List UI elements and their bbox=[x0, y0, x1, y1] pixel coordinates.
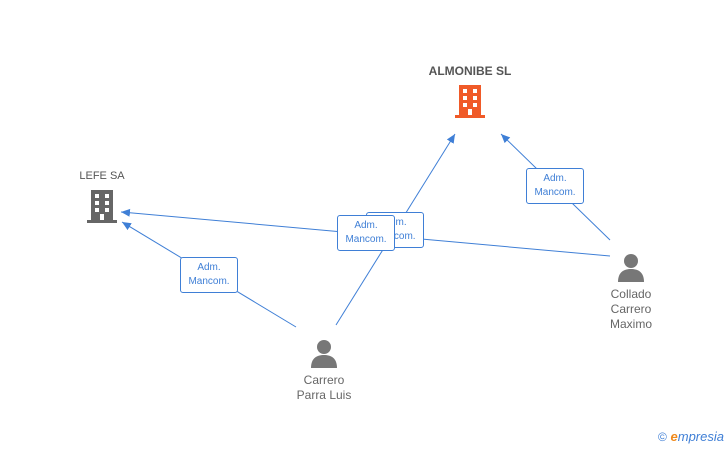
brand-footer: © empresia bbox=[658, 429, 724, 444]
building-icon bbox=[87, 190, 117, 223]
person-icon bbox=[618, 254, 644, 282]
building-icon bbox=[455, 85, 485, 118]
person-node-carrero[interactable]: Carrero Parra Luis bbox=[282, 338, 366, 403]
company-node-lefe[interactable]: LEFE SA bbox=[60, 170, 144, 229]
person-name-line: Parra Luis bbox=[296, 388, 352, 402]
person-icon bbox=[311, 340, 337, 368]
person-name-line: Maximo bbox=[609, 317, 652, 331]
person-name-line: Collado bbox=[610, 287, 652, 301]
person-node-collado[interactable]: Collado Carrero Maximo bbox=[591, 252, 671, 332]
edge-label-collado-lefe[interactable]: Adm. Mancom. bbox=[337, 215, 395, 251]
person-name-line: Carrero bbox=[303, 373, 345, 387]
edge-label-collado-almonibe[interactable]: Adm. Mancom. bbox=[526, 168, 584, 204]
brand-logo-letter: e bbox=[670, 429, 678, 444]
person-name-line: Carrero bbox=[610, 302, 652, 316]
company-node-almonibe[interactable]: ALMONIBE SL bbox=[420, 64, 520, 124]
edge-label-line: Adm. bbox=[543, 173, 567, 184]
company-name: LEFE SA bbox=[79, 170, 125, 182]
copyright-symbol: © bbox=[658, 430, 667, 444]
edge-label-line: Mancom. bbox=[188, 276, 230, 287]
edge-label-line: Mancom. bbox=[534, 187, 576, 198]
edge-label-line: Adm. bbox=[197, 262, 221, 273]
edge-label-line: Mancom. bbox=[345, 234, 387, 245]
edge-label-line: Adm. bbox=[383, 217, 407, 228]
edge-label-line: Mancom. bbox=[374, 231, 416, 242]
edge-label-line: Adm. bbox=[354, 220, 378, 231]
edge-label-carrero-lefe[interactable]: Adm. Mancom. bbox=[180, 257, 238, 293]
company-name: ALMONIBE SL bbox=[428, 64, 512, 78]
brand-logo-text: mpresia bbox=[677, 429, 724, 444]
